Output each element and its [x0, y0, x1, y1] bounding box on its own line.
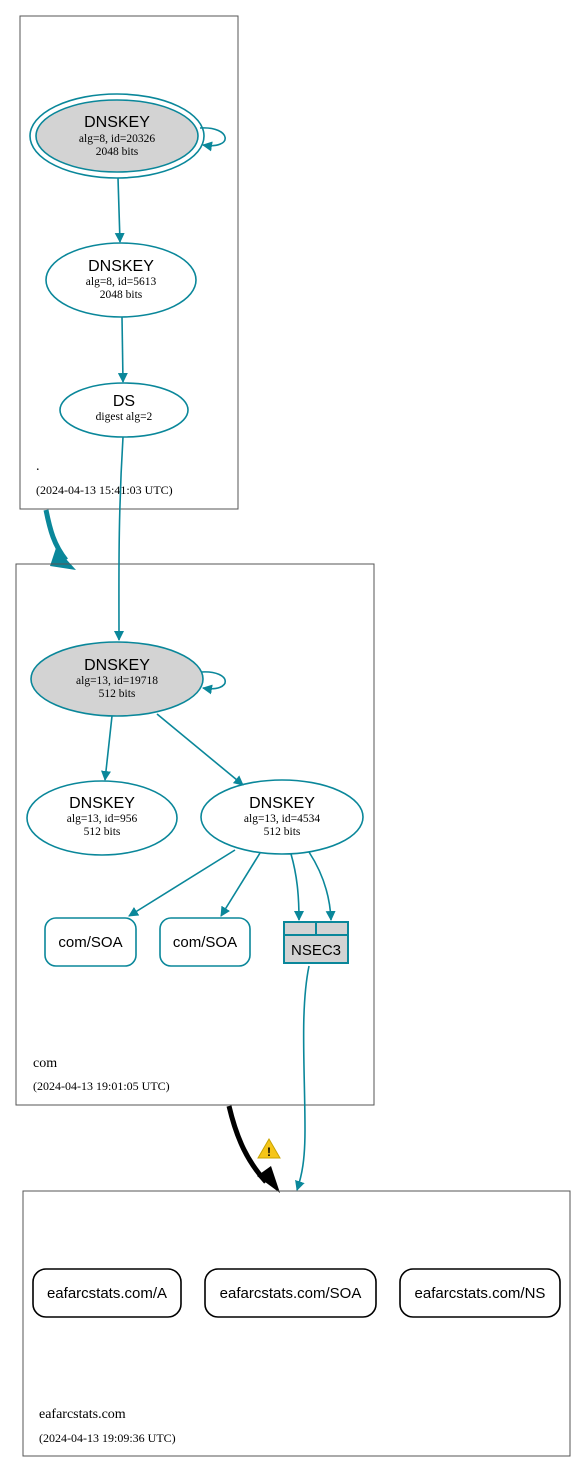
rrset-eafarcstats-ns[interactable]: eafarcstats.com/NS: [399, 1268, 561, 1318]
delegation-arrowhead: [50, 548, 76, 570]
nsec3-node[interactable]: NSEC3: [283, 921, 349, 964]
zone-name: eafarcstats.com: [39, 1407, 126, 1422]
node-title: DNSKEY: [84, 114, 150, 131]
rrset-eafarcstats-soa[interactable]: eafarcstats.com/SOA: [204, 1268, 377, 1318]
edge-nsec3-to-eafarcstats: [295, 965, 310, 1191]
dnskey-node-com-956[interactable]: DNSKEY alg=13, id=956 512 bits: [26, 780, 178, 856]
rrset-label: eafarcstats.com/A: [47, 1285, 167, 1302]
node-title: DNSKEY: [84, 657, 150, 674]
node-title: DNSKEY: [69, 795, 135, 812]
node-alg-id: alg=8, id=20326: [79, 133, 155, 145]
node-title: DS: [113, 393, 135, 410]
self-sign-edge: [200, 671, 227, 695]
edge-4534-to-soa-1: [128, 849, 236, 917]
rrset-eafarcstats-a[interactable]: eafarcstats.com/A: [32, 1268, 182, 1318]
rrset-label: com/SOA: [58, 934, 122, 951]
zone-box-root: [19, 15, 239, 510]
node-title: DNSKEY: [249, 795, 315, 812]
ds-node-com[interactable]: DS digest alg=2: [59, 382, 189, 438]
dnskey-node-com-ksk[interactable]: DNSKEY alg=13, id=19718 512 bits: [30, 641, 204, 717]
zone-name: .: [36, 459, 40, 474]
edge-ksk-to-956: [101, 715, 113, 781]
node-title: DNSKEY: [88, 258, 154, 275]
dnskey-node-root-ksk[interactable]: DNSKEY alg=8, id=20326 2048 bits: [29, 93, 205, 179]
delegation-edge-com-eafarcstats: [226, 1105, 268, 1184]
edge-ksk-to-4534: [156, 713, 244, 786]
edge-zsk-to-ds: [117, 316, 128, 383]
node-bits: 2048 bits: [96, 146, 139, 158]
node-bits: 512 bits: [264, 826, 301, 838]
edge-4534-to-nsec3-a: [290, 853, 304, 921]
zone-box-com: [15, 563, 375, 1106]
zone-timestamp: (2024-04-13 19:09:36 UTC): [39, 1431, 176, 1445]
zone-timestamp: (2024-04-13 19:01:05 UTC): [33, 1079, 170, 1093]
node-alg-id: alg=8, id=5613: [86, 276, 157, 288]
node-bits: 512 bits: [99, 688, 136, 700]
node-digest: digest alg=2: [96, 411, 153, 423]
rrset-com-soa-1[interactable]: com/SOA: [44, 917, 137, 967]
edge-ksk-to-zsk: [114, 177, 125, 243]
node-alg-id: alg=13, id=19718: [76, 675, 158, 687]
self-sign-edge: [199, 127, 226, 152]
edge-4534-to-soa-2: [220, 852, 261, 917]
rrset-label: com/SOA: [173, 934, 237, 951]
rrset-label: eafarcstats.com/NS: [415, 1285, 546, 1302]
node-bits: 512 bits: [84, 826, 121, 838]
node-alg-id: alg=13, id=4534: [244, 813, 320, 825]
zone-timestamp: (2024-04-13 15:41:03 UTC): [36, 483, 173, 497]
node-alg-id: alg=13, id=956: [67, 813, 138, 825]
dnskey-node-root-zsk[interactable]: DNSKEY alg=8, id=5613 2048 bits: [45, 242, 197, 318]
warning-triangle-icon[interactable]: !: [257, 1138, 281, 1159]
delegation-arrowhead: [257, 1166, 280, 1193]
dnskey-node-com-4534[interactable]: DNSKEY alg=13, id=4534 512 bits: [200, 779, 364, 855]
rrset-label: eafarcstats.com/SOA: [220, 1285, 362, 1302]
node-bits: 2048 bits: [100, 289, 143, 301]
edge-ds-to-com-ksk: [113, 436, 124, 641]
zone-name: com: [33, 1056, 57, 1071]
zone-box-eafarcstats: [22, 1190, 571, 1457]
svg-text:!: !: [267, 1145, 271, 1159]
edge-4534-to-nsec3-b: [308, 851, 336, 921]
rrset-com-soa-2[interactable]: com/SOA: [159, 917, 251, 967]
nsec3-label: NSEC3: [291, 942, 341, 959]
